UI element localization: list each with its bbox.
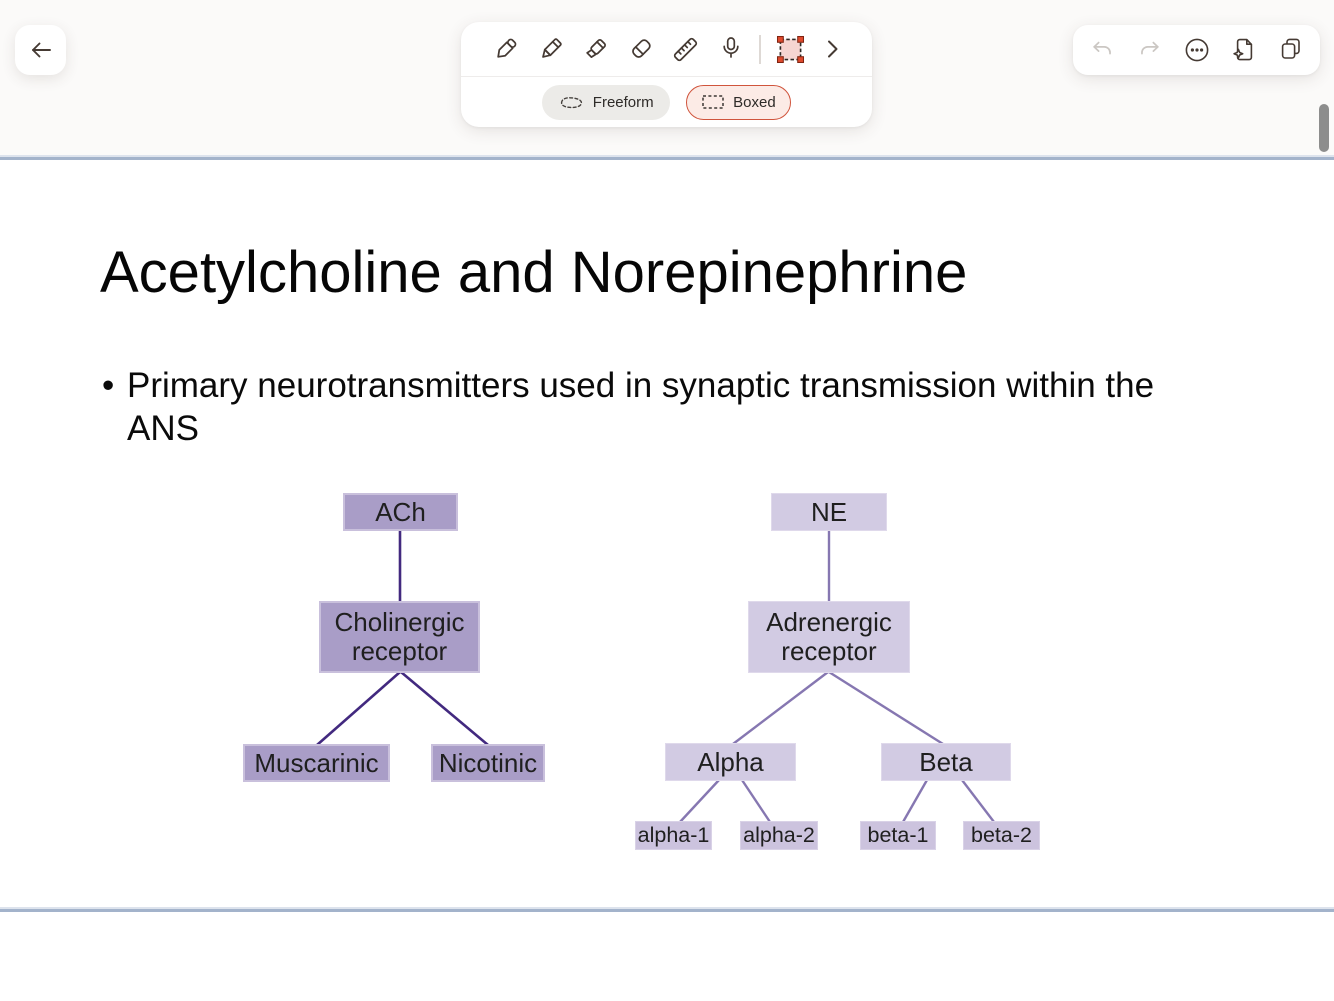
redo-button[interactable] bbox=[1130, 28, 1170, 72]
pencil-icon bbox=[535, 34, 566, 65]
eraser-icon bbox=[625, 34, 656, 65]
boxed-rect-icon bbox=[701, 94, 725, 110]
more-tools-button[interactable] bbox=[814, 27, 850, 71]
bullet-text: Primary neurotransmitters used in synapt… bbox=[127, 366, 1155, 448]
diagram-node-ach: ACh bbox=[343, 493, 458, 531]
highlighter-tool-button[interactable] bbox=[573, 27, 618, 71]
diagram-node-beta-2: beta-2 bbox=[963, 821, 1040, 850]
microphone-icon bbox=[716, 34, 746, 64]
page-separator-top bbox=[0, 155, 1334, 160]
more-options-icon bbox=[1182, 35, 1212, 65]
bullet-item: • Primary neurotransmitters used in syna… bbox=[102, 364, 1162, 450]
freeform-lasso-icon bbox=[558, 94, 585, 111]
slide-title: Acetylcholine and Norepinephrine bbox=[100, 240, 968, 305]
scrollbar-thumb[interactable] bbox=[1319, 104, 1329, 152]
diagram-node-muscarinic: Muscarinic bbox=[243, 744, 390, 782]
diagram-node-alpha: Alpha bbox=[665, 743, 796, 781]
more-options-button[interactable] bbox=[1177, 28, 1217, 72]
diagram-node-alpha-2: alpha-2 bbox=[740, 821, 818, 850]
toolbar-row-divider bbox=[461, 76, 872, 77]
ai-document-button[interactable] bbox=[1224, 28, 1264, 72]
freeform-mode-button[interactable]: Freeform bbox=[541, 84, 670, 120]
toolbar-divider bbox=[759, 34, 761, 64]
pages-button[interactable] bbox=[1271, 28, 1311, 72]
page-separator-bottom bbox=[0, 907, 1334, 912]
diagram-node-nicotinic: Nicotinic bbox=[431, 744, 545, 782]
undo-icon bbox=[1088, 36, 1117, 65]
bullet-marker: • bbox=[102, 366, 115, 405]
ruler-icon bbox=[670, 34, 701, 65]
boxed-selection-tool-button[interactable] bbox=[767, 27, 814, 71]
pen-tool-button[interactable] bbox=[483, 27, 528, 71]
copy-pages-icon bbox=[1276, 35, 1306, 65]
undo-button[interactable] bbox=[1083, 28, 1123, 72]
redo-icon bbox=[1135, 36, 1164, 65]
selection-mode-row: Freeform Boxed bbox=[461, 77, 872, 127]
freeform-label: Freeform bbox=[592, 93, 654, 111]
diagram-node-cholinergic-receptor: Cholinergic receptor bbox=[319, 601, 480, 673]
chevron-right-icon bbox=[819, 36, 845, 62]
back-button[interactable] bbox=[15, 25, 66, 75]
document-sparkle-icon bbox=[1229, 35, 1259, 65]
tool-row bbox=[461, 22, 872, 76]
diagram-node-ne: NE bbox=[771, 493, 887, 531]
pen-icon bbox=[490, 34, 521, 65]
diagram-node-beta: Beta bbox=[881, 743, 1011, 781]
boxed-mode-button[interactable]: Boxed bbox=[685, 84, 792, 120]
tool-toolbar: Freeform Boxed bbox=[461, 22, 872, 127]
diagram-node-adrenergic-receptor: Adrenergic receptor bbox=[748, 601, 910, 673]
boxed-selection-icon bbox=[774, 33, 807, 66]
pencil-tool-button[interactable] bbox=[528, 27, 573, 71]
left-arrow-icon bbox=[27, 36, 55, 64]
boxed-label: Boxed bbox=[733, 93, 776, 111]
highlighter-icon bbox=[580, 34, 611, 65]
ruler-tool-button[interactable] bbox=[663, 27, 708, 71]
diagram-node-beta-1: beta-1 bbox=[860, 821, 936, 850]
document-actions-toolbar bbox=[1073, 25, 1320, 75]
microphone-tool-button[interactable] bbox=[708, 27, 753, 71]
diagram-node-alpha-1: alpha-1 bbox=[635, 821, 712, 850]
eraser-tool-button[interactable] bbox=[618, 27, 663, 71]
